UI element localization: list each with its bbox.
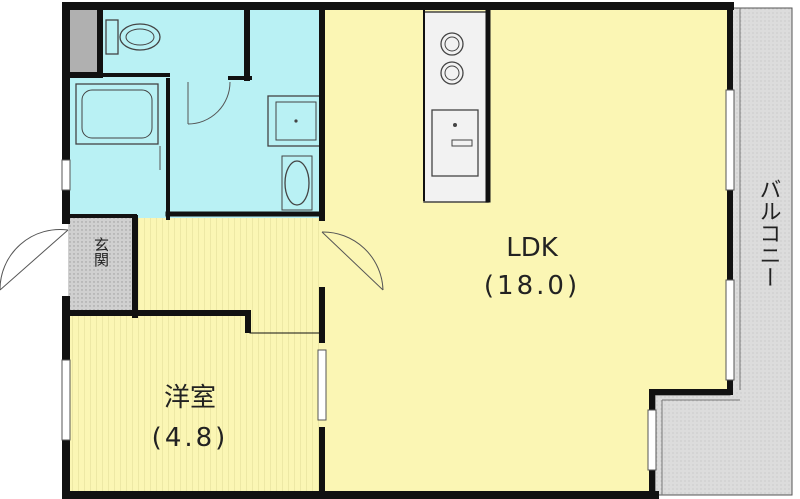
kitchen-counter	[423, 11, 489, 203]
western-room-name: 洋室	[164, 383, 216, 413]
western-room-label: 洋室 (4.8)	[152, 383, 229, 453]
entrance-label: 玄関	[92, 237, 110, 268]
ldk-size: (18.0)	[484, 271, 580, 301]
toilet-icon	[105, 19, 161, 55]
wash-basin-icon	[281, 155, 313, 211]
western-room-size: (4.8)	[152, 423, 229, 453]
ldk-name: LDK	[506, 233, 559, 263]
entrance-floor	[68, 218, 135, 313]
sink-icon	[431, 109, 479, 177]
balcony-label: バルコニー	[756, 178, 781, 288]
ldk-label: LDK (18.0)	[484, 233, 580, 301]
door-swings	[0, 81, 384, 291]
western-room-floor	[68, 313, 322, 492]
bathtub-icon	[75, 83, 159, 145]
stove-burner-icon	[440, 61, 464, 85]
stove-burner-icon	[440, 32, 464, 56]
windows	[61, 89, 735, 471]
hall-floor	[135, 218, 322, 313]
